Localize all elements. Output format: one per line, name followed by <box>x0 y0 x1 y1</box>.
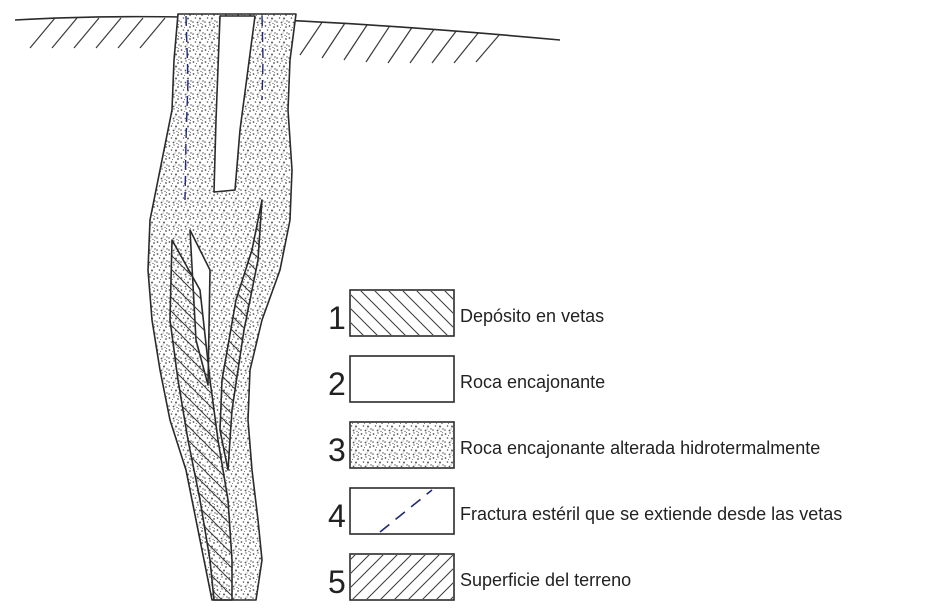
legend-number-1: 1 <box>328 300 346 336</box>
altered-rock-swatch <box>351 423 453 467</box>
vein-system <box>148 14 296 600</box>
legend-item-vein-deposit: 1 Depósito en vetas <box>328 290 604 336</box>
ground-surface-swatch <box>351 555 453 599</box>
vein-deposit-swatch <box>351 291 453 335</box>
legend-label-5: Superficie del terreno <box>460 570 631 590</box>
legend-number-3: 3 <box>328 432 346 468</box>
legend-label-3: Roca encajonante alterada hidrotermalmen… <box>460 438 820 458</box>
legend-label-4: Fractura estéril que se extiende desde l… <box>460 504 842 524</box>
legend: 1 Depósito en vetas 2 Roca encajonante 3… <box>328 290 842 600</box>
legend-number-2: 2 <box>328 366 346 402</box>
legend-item-ground-surface: 5 Superficie del terreno <box>328 554 631 600</box>
legend-item-fracture: 4 Fractura estéril que se extiende desde… <box>328 488 842 534</box>
legend-item-altered-rock: 3 Roca encajonante alterada hidrotermalm… <box>328 422 820 468</box>
legend-label-2: Roca encajonante <box>460 372 605 392</box>
legend-item-host-rock: 2 Roca encajonante <box>328 356 605 402</box>
legend-number-5: 5 <box>328 564 346 600</box>
legend-number-4: 4 <box>328 498 346 534</box>
legend-label-1: Depósito en vetas <box>460 306 604 326</box>
host-rock-swatch <box>350 356 454 402</box>
